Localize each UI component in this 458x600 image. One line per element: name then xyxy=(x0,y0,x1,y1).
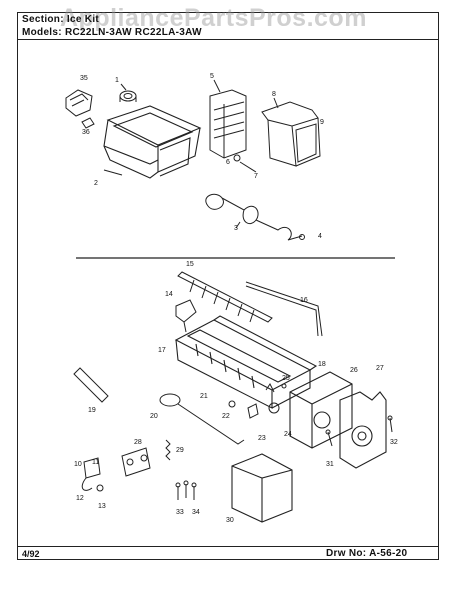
callout-14: 14 xyxy=(165,291,173,298)
part-31-32-screws xyxy=(325,415,393,447)
callout-13: 13 xyxy=(98,503,106,510)
callout-4: 4 xyxy=(318,233,322,240)
part-16-shut-off-arm xyxy=(245,281,323,337)
part-3-4-heater-wire xyxy=(205,193,305,241)
callout-29: 29 xyxy=(176,447,184,454)
callout-1: 1 xyxy=(115,77,119,84)
callout-23: 23 xyxy=(258,435,266,442)
callout-26: 26 xyxy=(350,367,358,374)
callout-7: 7 xyxy=(254,173,258,180)
callout-31: 31 xyxy=(326,461,334,468)
callout-16: 16 xyxy=(300,297,308,304)
section-title: Section: Ice Kit xyxy=(22,14,100,25)
callout-15: 15 xyxy=(186,261,194,268)
part-28-29-water-valve xyxy=(121,439,171,477)
part-8-9-chute xyxy=(261,97,321,167)
callout-25: 25 xyxy=(282,375,290,382)
part-17-18-ice-mold xyxy=(174,315,318,409)
callout-2: 2 xyxy=(94,180,98,187)
callout-11: 11 xyxy=(92,459,99,466)
callout-35: 35 xyxy=(80,75,88,82)
part-1-grommet xyxy=(119,83,137,102)
callout-33: 33 xyxy=(176,509,184,516)
part-33-34-screws xyxy=(175,480,197,500)
part-36-bracket xyxy=(65,89,95,129)
part-5-6-7-motor-bracket xyxy=(209,79,257,173)
header-divider xyxy=(17,39,439,40)
callout-21: 21 xyxy=(200,393,208,400)
page-frame xyxy=(17,12,439,560)
part-20-21-22-23-24-25-hardware xyxy=(159,383,287,445)
callout-24: 24 xyxy=(284,431,292,438)
part-26-27-control-housing xyxy=(289,371,387,469)
callout-19: 19 xyxy=(88,407,96,414)
callout-12: 12 xyxy=(76,495,84,502)
callout-3: 3 xyxy=(234,225,238,232)
callout-32: 32 xyxy=(390,439,398,446)
callout-20: 20 xyxy=(150,413,158,420)
part-19-fill-cup xyxy=(73,367,109,403)
footer-divider xyxy=(17,546,439,547)
callout-8: 8 xyxy=(272,91,276,98)
revision-date: 4/92 xyxy=(22,549,40,559)
drawing-number: Drw No: A-56-20 xyxy=(326,548,408,559)
callout-17: 17 xyxy=(158,347,166,354)
callout-5: 5 xyxy=(210,73,214,80)
part-30-cover xyxy=(231,453,293,523)
callout-9: 9 xyxy=(320,119,324,126)
callout-28: 28 xyxy=(134,439,142,446)
callout-10: 10 xyxy=(74,461,82,468)
watermark: AppliancePartsPros.com xyxy=(60,4,367,32)
callout-27: 27 xyxy=(376,365,384,372)
part-2-ice-bin xyxy=(103,105,202,179)
callout-30: 30 xyxy=(226,517,234,524)
part-15-ejector-blade xyxy=(177,271,273,323)
part-10-11-12-13-solenoid xyxy=(81,457,104,492)
callout-6: 6 xyxy=(226,159,230,166)
models-line: Models: RC22LN-3AW RC22LA-3AW xyxy=(22,27,202,38)
callout-34: 34 xyxy=(192,509,200,516)
callout-22: 22 xyxy=(222,413,230,420)
callout-36: 36 xyxy=(82,129,90,136)
callout-18: 18 xyxy=(318,361,326,368)
part-14-thermostat-clip xyxy=(175,299,197,333)
